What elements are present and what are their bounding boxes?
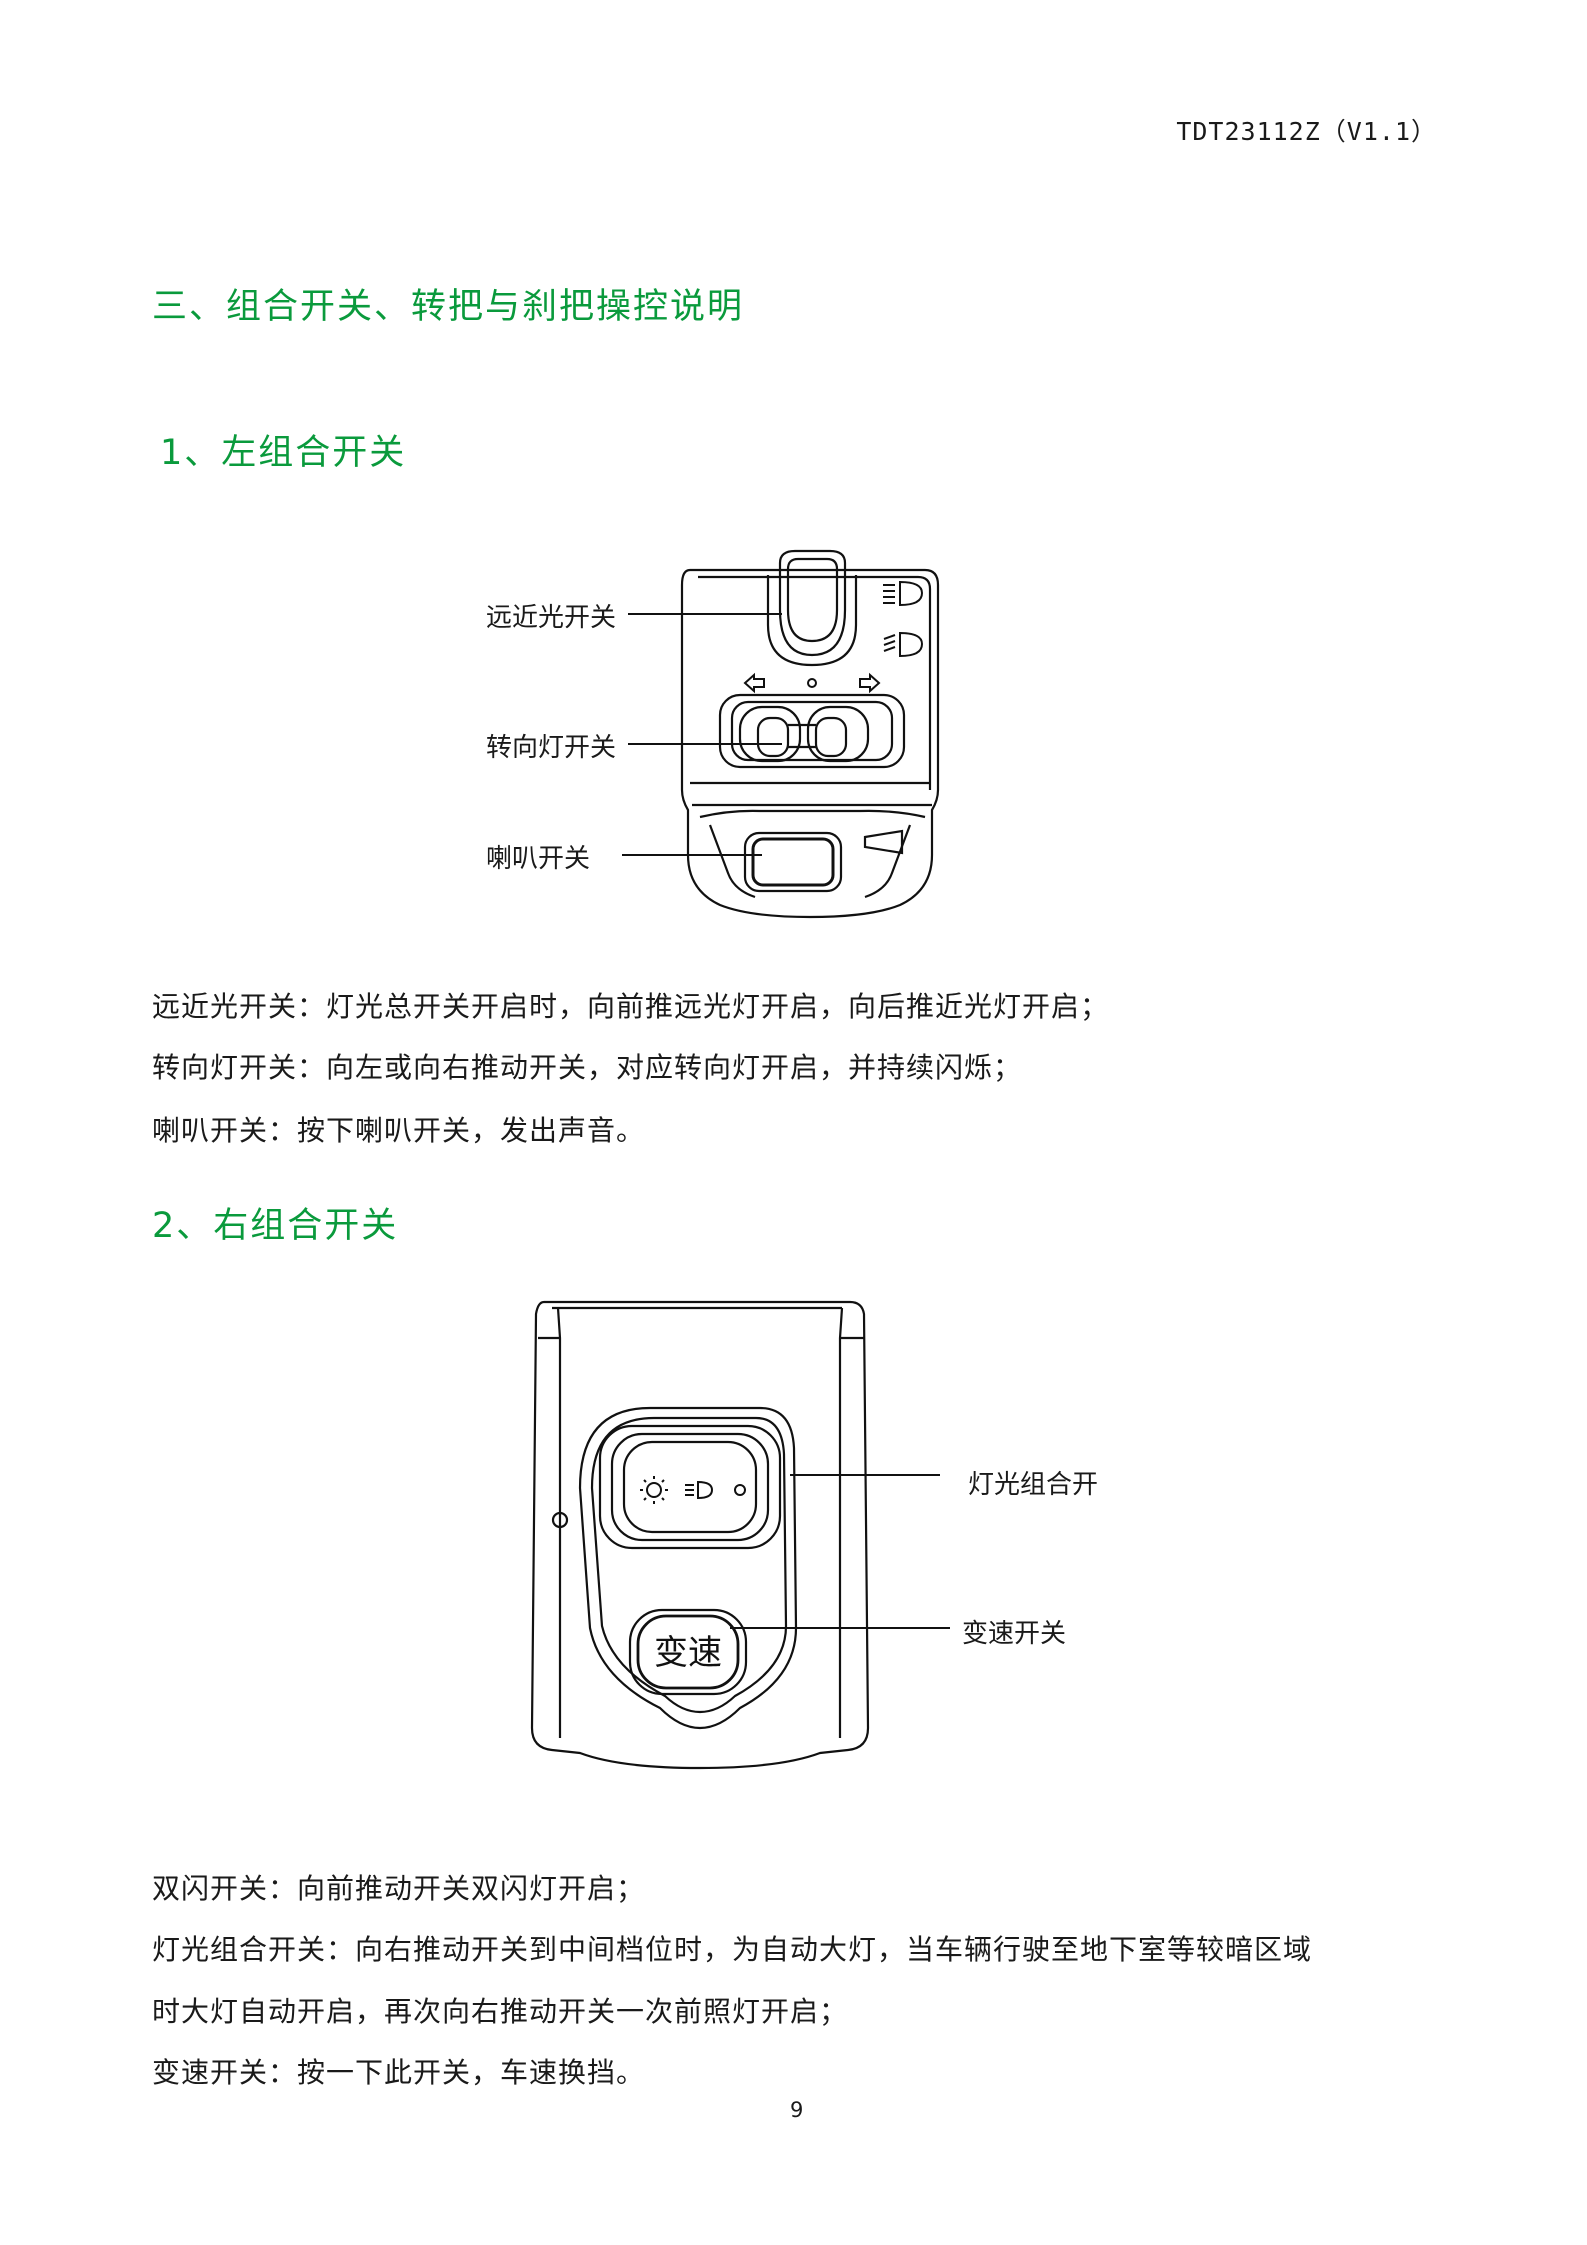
left-switch-drawing <box>680 549 940 919</box>
callout-horn-switch: 喇叭开关 <box>486 844 591 874</box>
left-desc-horn: 喇叭开关：按下喇叭开关，发出声音。 <box>152 1114 646 1147</box>
headlight-icon <box>685 1480 714 1500</box>
speed-button-text: 变速 <box>654 1633 722 1673</box>
off-position-icon <box>734 1484 746 1496</box>
page-number: 9 <box>790 2098 804 2122</box>
right-switch-heading: 2、右组合开关 <box>152 1206 399 1246</box>
center-dot-icon <box>807 678 817 688</box>
section-title: 三、组合开关、转把与刹把操控说明 <box>152 287 745 327</box>
right-switch-drawing: 变速 <box>530 1300 870 1770</box>
headlight-high-icon <box>883 580 924 607</box>
left-desc-beam: 远近光开关：灯光总开关开启时，向前推远光灯开启，向后推近光灯开启； <box>152 990 1110 1023</box>
callout-turn-switch: 转向灯开关 <box>486 733 617 763</box>
arrow-right-icon <box>859 672 881 694</box>
document-id: TDT23112Z（V1.1） <box>1176 117 1437 146</box>
auto-light-icon <box>640 1476 668 1504</box>
callout-beam-switch: 远近光开关 <box>486 603 617 633</box>
arrow-left-icon <box>743 672 765 694</box>
left-switch-heading: 1、左组合开关 <box>160 433 407 473</box>
right-desc-hazard: 双闪开关：向前推动开关双闪灯开启； <box>152 1872 646 1905</box>
headlight-low-icon <box>883 631 924 658</box>
callout-speed-switch: 变速开关 <box>962 1619 1067 1649</box>
right-desc-light-2: 时大灯自动开启，再次向右推动开关一次前照灯开启； <box>152 1995 849 2028</box>
left-desc-turn: 转向灯开关：向左或向右推动开关，对应转向灯开启，并持续闪烁； <box>152 1051 1023 1084</box>
right-callout-lines <box>730 1474 950 1629</box>
right-desc-speed: 变速开关：按一下此开关，车速换挡。 <box>152 2056 646 2089</box>
left-callout-lines <box>622 613 782 856</box>
callout-light-switch: 灯光组合开 <box>968 1470 1099 1500</box>
right-desc-light-1: 灯光组合开关：向右推动开关到中间档位时，为自动大灯，当车辆行驶至地下室等较暗区域 <box>152 1933 1313 1966</box>
